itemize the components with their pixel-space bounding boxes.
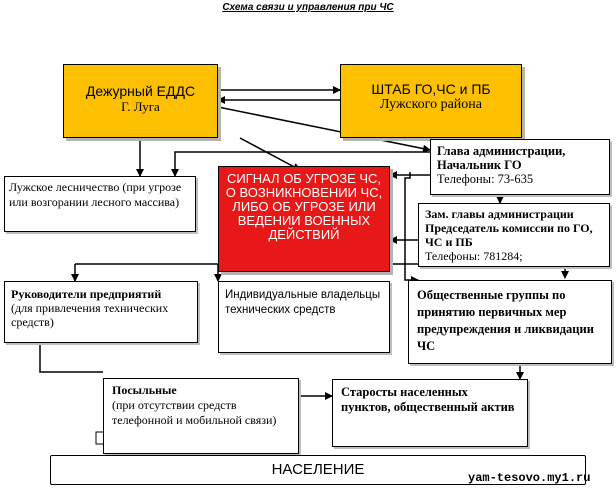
line-ruk-to-posyl: [39, 343, 103, 373]
obsh-box: Общественные группы по принятию первичны…: [408, 280, 612, 364]
population-label: НАСЕЛЕНИЕ: [271, 461, 365, 478]
indiv-box: Индивидуальные владельцы технических сре…: [218, 281, 390, 353]
population-bar: НАСЕЛЕНИЕ: [50, 455, 586, 485]
ruk-bold: Руководители предприятий: [11, 287, 162, 301]
shtab-box: ШТАБ ГО,ЧС и ПБ Лужского района: [340, 64, 522, 138]
glava-line2: Начальник ГО: [437, 158, 522, 172]
leshoz-rest: (при угрозе или возгорании лесного масси…: [9, 180, 182, 209]
edds-subtitle: Г. Луга: [121, 99, 160, 114]
glava-phone: Телефоны: 73-635: [437, 172, 534, 186]
line-glava-to-leshoz: [171, 151, 430, 177]
starosty-text: Старосты населенных пунктов, общественны…: [341, 385, 515, 414]
site-watermark: yam-tesovo.my1.ru: [468, 471, 591, 485]
starosty-box: Старосты населенных пунктов, общественны…: [332, 379, 528, 447]
zam-line2: Председатель комиссии по ГО, ЧС и ПБ: [425, 221, 593, 249]
diagram-title: Схема связи и управления при ЧС: [222, 2, 394, 13]
obsh-text: Общественные группы по принятию первичны…: [417, 288, 594, 353]
leshoz-bold: Лужское лесничество: [9, 180, 120, 194]
leshoz-box: Лужское лесничество (при угрозе или возг…: [4, 176, 196, 232]
shtab-subtitle: Лужского района: [380, 97, 482, 112]
arrow-edds-to-glava: [217, 106, 431, 153]
glava-box: Глава администрации, Начальник ГО Телефо…: [430, 139, 610, 195]
zam-box: Зам. главы администрации Председатель ко…: [418, 203, 610, 267]
signal-text: СИГНАЛ ОБ УГРОЗЕ ЧС, О ВОЗНИКНОВЕНИИ ЧС,…: [225, 171, 383, 242]
posyl-rest: (при отсутствии средств телефонной и моб…: [112, 398, 277, 427]
arrow-edds-to-signal: [239, 137, 301, 171]
edds-box: Дежурный ЕДДС Г. Луга: [63, 64, 218, 138]
posyl-bold: Посыльные: [112, 383, 177, 397]
zam-line1: Зам. главы администрации: [425, 207, 574, 221]
signal-box: СИГНАЛ ОБ УГРОЗЕ ЧС, О ВОЗНИКНОВЕНИИ ЧС,…: [218, 166, 390, 272]
ruk-box: Руководители предприятий (для привлечени…: [4, 281, 198, 343]
glava-line1: Глава администрации,: [437, 144, 566, 158]
edds-title: Дежурный ЕДДС: [85, 83, 196, 99]
shtab-title: ШТАБ ГО,ЧС и ПБ: [371, 81, 491, 97]
indiv-text: Индивидуальные владельцы технических сре…: [225, 289, 381, 316]
ruk-rest: (для привлечения технических средств): [11, 301, 169, 329]
posyl-box: Посыльные (при отсутствии средств телефо…: [103, 378, 299, 454]
zam-phone: Телефоны: 781284;: [425, 249, 523, 263]
